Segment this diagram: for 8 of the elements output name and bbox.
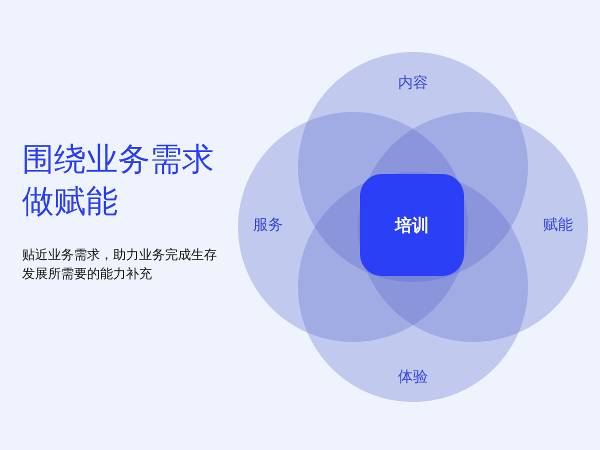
center-label: 培训: [395, 214, 429, 236]
circle-label: 赋能: [543, 216, 573, 234]
circle-label: 服务: [253, 216, 283, 234]
description-text: 贴近业务需求，助力业务完成生存发展所需要的能力补充: [22, 247, 218, 284]
heading: 围绕业务需求做赋能: [22, 139, 215, 222]
circle-label: 体验: [398, 368, 428, 386]
center-box: [360, 174, 464, 276]
circle-label: 内容: [398, 74, 428, 92]
